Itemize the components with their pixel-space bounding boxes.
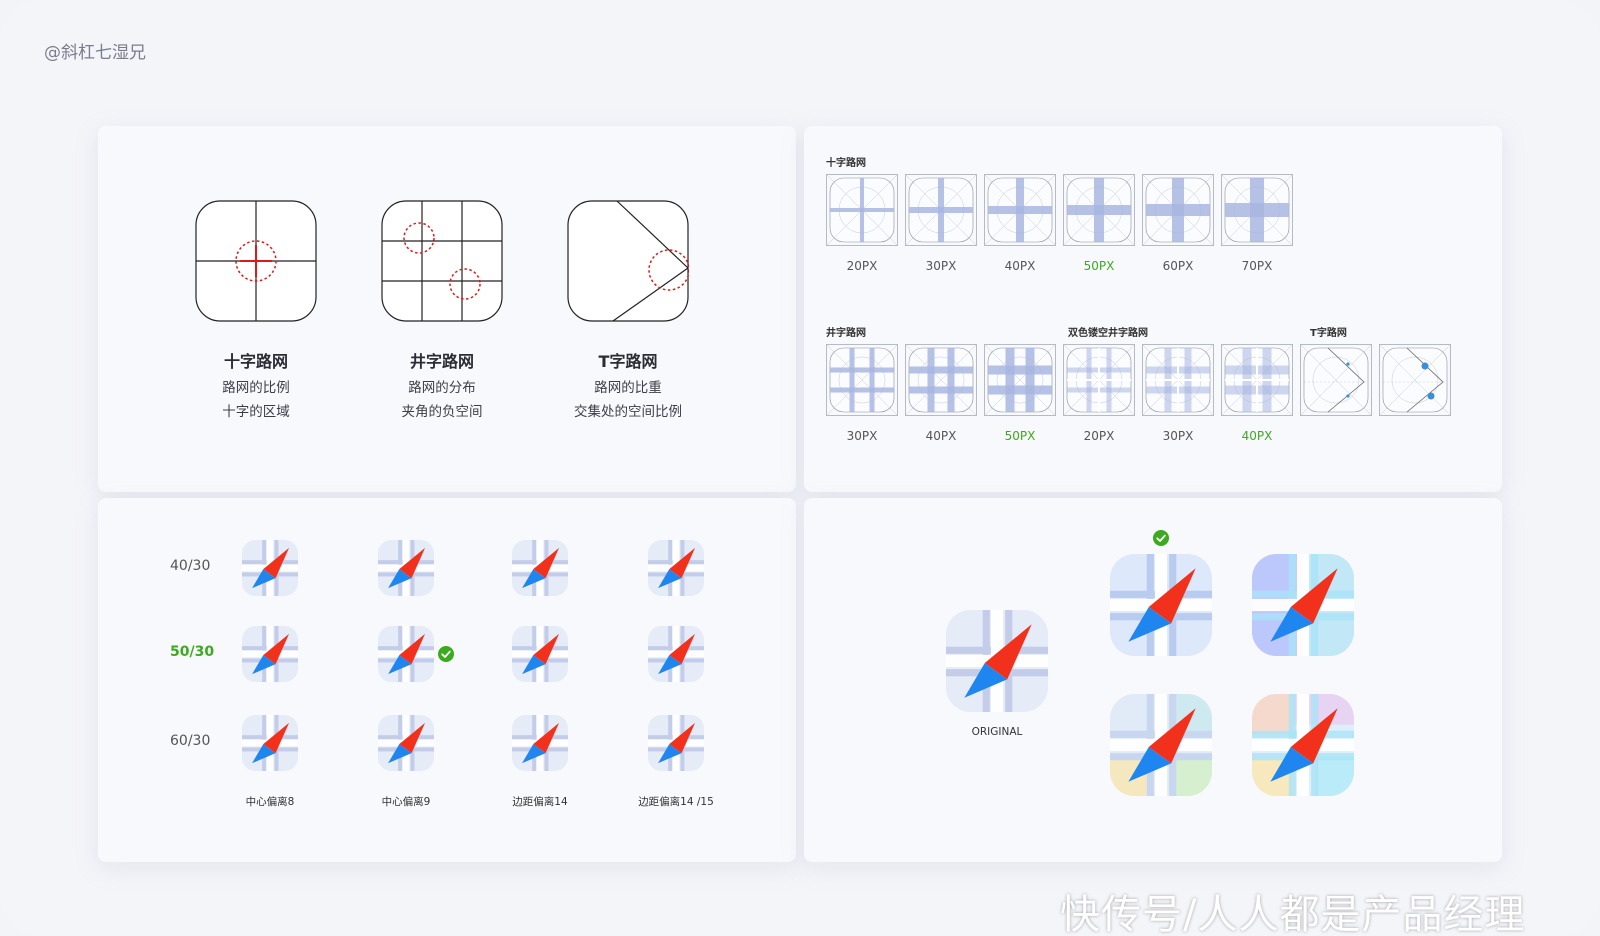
well-size-label: 50PX bbox=[1004, 429, 1036, 443]
cross-size-label: 40PX bbox=[1004, 259, 1036, 273]
hollow-size-label: 30PX bbox=[1162, 429, 1194, 443]
offset-matrix-panel: 40/30 50/30 60/30 中心偏离8 中心偏离9 边距偏离14 边距偏离14 /1… bbox=[98, 498, 796, 862]
variant-pastel-icon bbox=[1252, 694, 1354, 796]
concept-line-well-2: 夹角的负空间 bbox=[401, 404, 483, 420]
compass-icon-variant bbox=[648, 626, 704, 682]
original-label: ORIGINAL bbox=[971, 726, 1023, 738]
concept-line-t-2: 交集处的空间比例 bbox=[574, 404, 682, 420]
t-grid-tile bbox=[1299, 343, 1373, 417]
t-grid-diagram bbox=[567, 200, 689, 322]
ratio-label: 60/30 bbox=[170, 733, 211, 749]
cross-size-label: 20PX bbox=[846, 259, 878, 273]
well-grid-tile bbox=[904, 343, 978, 417]
compass-icon-variant bbox=[242, 540, 298, 596]
cross-size-label: 70PX bbox=[1241, 259, 1273, 273]
t2-grid-tile bbox=[1378, 343, 1452, 417]
hollow-grid-tile bbox=[1062, 343, 1136, 417]
compass-icon-variant bbox=[648, 715, 704, 771]
offset-column-label: 中心偏离8 bbox=[245, 796, 295, 808]
hollow-grid-tile bbox=[1220, 343, 1294, 417]
selected-check-icon bbox=[1153, 530, 1169, 546]
cross-grid-tile bbox=[1220, 173, 1294, 247]
compass-icon-variant bbox=[242, 626, 298, 682]
grid-sizes-panel: 十字路网 20PX 30PX 40PX 50PX 60PX 70PX 井字路网 双色镂空井… bbox=[804, 126, 1502, 492]
variant-light-icon bbox=[1110, 554, 1212, 656]
offset-column-label: 边距偏离14 bbox=[512, 796, 568, 808]
hollow-grid-tile bbox=[1141, 343, 1215, 417]
cross-grid-tile bbox=[904, 173, 978, 247]
hollow-size-label: 40PX bbox=[1241, 429, 1273, 443]
cross-size-label: 50PX bbox=[1083, 259, 1115, 273]
well-size-label: 40PX bbox=[925, 429, 957, 443]
concept-title-cross: 十字路网 bbox=[223, 352, 288, 371]
well-grid-tile bbox=[983, 343, 1057, 417]
selected-check-icon bbox=[438, 646, 454, 662]
compass-icon-variant bbox=[242, 715, 298, 771]
hollow-section-label: 双色镂空井字路网 bbox=[1068, 328, 1148, 339]
ratio-label: 40/30 bbox=[170, 558, 211, 574]
well-grid-tile bbox=[825, 343, 899, 417]
t-section-label: T字路网 bbox=[1310, 328, 1347, 339]
compass-icon-variant bbox=[512, 540, 568, 596]
variant-multicolor-icon bbox=[1110, 694, 1212, 796]
offset-column-label: 边距偏离14 /15 bbox=[638, 796, 714, 808]
concepts-panel: 十字路网 路网的比例 十字的区域 井字路网 路网的分布 夹角的负空间 T字路网 … bbox=[98, 126, 796, 492]
offset-column-label: 中心偏离9 bbox=[381, 796, 431, 808]
well-grid-diagram bbox=[381, 200, 503, 322]
cross-grid-diagram bbox=[195, 200, 317, 322]
variant-gradient-blue-icon bbox=[1252, 554, 1354, 656]
cross-grid-tile bbox=[983, 173, 1057, 247]
concept-title-t: T字路网 bbox=[598, 352, 658, 371]
compass-icon-variant bbox=[512, 715, 568, 771]
cross-grid-tile bbox=[825, 173, 899, 247]
cross-section-label: 十字路网 bbox=[826, 158, 866, 169]
ratio-label: 50/30 bbox=[170, 644, 215, 660]
cross-size-label: 30PX bbox=[925, 259, 957, 273]
concept-line-cross-2: 十字的区域 bbox=[222, 404, 290, 420]
cross-grid-tile bbox=[1062, 173, 1136, 247]
compass-icon-variant bbox=[378, 626, 434, 682]
hollow-size-label: 20PX bbox=[1083, 429, 1115, 443]
well-section-label: 井字路网 bbox=[826, 328, 866, 339]
original-compass-icon bbox=[946, 610, 1048, 712]
compass-icon-variant bbox=[512, 626, 568, 682]
cross-size-label: 60PX bbox=[1162, 259, 1194, 273]
compass-icon-variant bbox=[648, 540, 704, 596]
concept-line-t-1: 路网的比重 bbox=[594, 380, 662, 396]
compass-icon-variant bbox=[378, 715, 434, 771]
concept-line-cross-1: 路网的比例 bbox=[222, 380, 290, 396]
compass-icon-variant bbox=[378, 540, 434, 596]
concept-title-well: 井字路网 bbox=[409, 352, 474, 371]
watermark-text: 快传号/人人都是产品经理 bbox=[1060, 892, 1526, 936]
variants-panel: ORIGINAL bbox=[804, 498, 1502, 862]
author-label: @斜杠七湿兄 bbox=[44, 43, 146, 63]
well-size-label: 30PX bbox=[846, 429, 878, 443]
concept-line-well-1: 路网的分布 bbox=[408, 380, 476, 396]
cross-grid-tile bbox=[1141, 173, 1215, 247]
